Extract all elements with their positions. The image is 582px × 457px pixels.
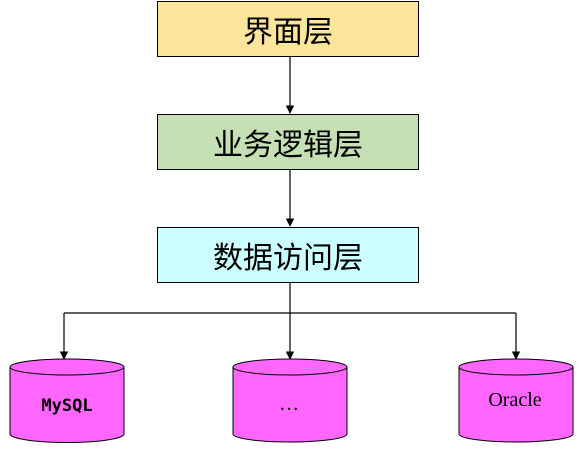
database-cylinder-mysql — [9, 358, 125, 443]
ui-layer-label: 界面层 — [243, 15, 333, 50]
business-logic-layer-label: 业务逻辑层 — [213, 128, 363, 163]
database-label-mysql: MySQL — [41, 396, 93, 416]
database-label-more: … — [279, 393, 299, 415]
database-label-oracle: Oracle — [488, 389, 542, 411]
business-logic-layer-box: 业务逻辑层 — [157, 114, 419, 170]
ui-layer-box: 界面层 — [157, 1, 419, 57]
data-access-layer-label: 数据访问层 — [213, 241, 363, 276]
database-cylinder-oracle — [458, 358, 574, 443]
data-access-layer-box: 数据访问层 — [157, 227, 419, 283]
database-cylinder-more — [232, 358, 348, 443]
